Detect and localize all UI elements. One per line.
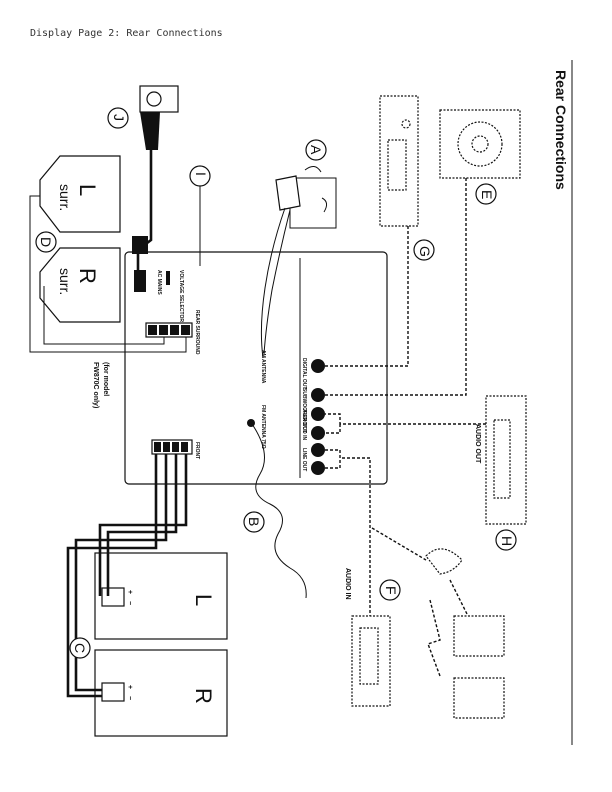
ac-mains-socket — [134, 270, 146, 292]
digital-out-jack — [311, 359, 325, 373]
front-left-wire — [98, 454, 188, 596]
subwoofer-dust-cap — [471, 135, 489, 153]
front-left-wire-2 — [106, 454, 178, 596]
power-plug — [140, 112, 160, 150]
callout-e-label: E — [479, 190, 495, 199]
rear-surround-label: REAR SURROUND — [194, 310, 200, 355]
cd-player-knob — [401, 119, 411, 129]
front-right-speaker-label: R — [191, 688, 216, 704]
wireless-signal-2 — [427, 599, 441, 677]
cd-player-tray — [387, 139, 407, 191]
callout-i-label: I — [193, 172, 209, 176]
surround-left-label-1: L — [75, 184, 100, 196]
model-note-1: (for model — [102, 362, 109, 396]
callout-a — [305, 139, 327, 161]
fm-antenna-jack — [247, 419, 255, 427]
front-terminal-3 — [172, 442, 179, 452]
callout-g — [413, 239, 435, 261]
cd-digital-cable — [325, 226, 409, 367]
jack-row — [311, 359, 325, 475]
callout-j-label: J — [111, 114, 127, 121]
callout-d-label: D — [38, 237, 54, 247]
surround-right-label-2: surr. — [57, 268, 73, 295]
line-out-l-jack — [311, 443, 325, 457]
voltage-selector-label: VOLTAGE SELECTOR — [178, 270, 184, 322]
line-out-r-jack — [311, 461, 325, 475]
callout-h-label: H — [499, 536, 515, 546]
front-terminal-1 — [154, 442, 161, 452]
surround-right-speaker — [39, 247, 121, 323]
callout-f-label: F — [383, 586, 399, 595]
audio-out-label: AUDIO OUT — [474, 424, 481, 464]
callout-j — [107, 107, 129, 129]
callout-e — [475, 183, 497, 205]
subwoofer-out-label: SUBWOOFER OUT — [301, 388, 307, 433]
audio-cd-in-l-jack — [311, 407, 325, 421]
voltage-selector-switch — [166, 271, 170, 285]
rear-terminal-4 — [181, 325, 190, 335]
wireless-speaker-2 — [453, 677, 505, 719]
surround-left-label-2: surr. — [57, 184, 73, 211]
callout-c — [69, 637, 91, 659]
audio-in-cable — [325, 413, 486, 434]
callout-i — [189, 165, 211, 187]
callout-c-label: C — [72, 643, 88, 653]
wireless-transmitter — [425, 548, 463, 575]
rear-terminal-2 — [159, 325, 168, 335]
callout-b — [243, 511, 265, 533]
front-left-speaker-label: L — [191, 594, 216, 606]
wall-outlet-socket — [146, 91, 162, 107]
section-title: Rear Connections — [553, 70, 569, 190]
wireless-speaker-1 — [453, 615, 505, 657]
external-audio-display — [493, 419, 511, 499]
ac-mains-label: AC MAINS — [156, 270, 162, 295]
audio-in-label: AUDIO IN — [344, 568, 351, 600]
front-right-wire-2 — [66, 454, 158, 698]
callout-b-label: B — [246, 517, 262, 526]
fm-wire-antenna — [251, 423, 307, 599]
line-out-cable — [325, 449, 371, 616]
page-label: Display Page 2: Rear Connections — [30, 28, 223, 39]
wireless-feed-cable — [371, 527, 427, 561]
recording-device-display — [359, 627, 379, 685]
front-right-plus: + — [126, 685, 133, 689]
digital-out-label: DIGITAL OUT — [301, 358, 307, 389]
front-terminal-4 — [181, 442, 188, 452]
am-antenna-label: AM ANTENNA — [260, 350, 266, 384]
am-loop-antenna — [260, 166, 337, 359]
rear-terminal-1 — [148, 325, 157, 335]
callout-h — [495, 529, 517, 551]
audio-cd-in-label: AUDIO/CD IN — [301, 409, 307, 441]
subwoofer-cable — [325, 178, 467, 396]
front-left-terminal — [101, 587, 125, 607]
front-left-plus: + — [126, 590, 133, 594]
front-left-minus: − — [126, 601, 133, 605]
front-right-speaker — [94, 649, 228, 737]
front-right-minus: − — [126, 696, 133, 700]
front-label: FRONT — [194, 442, 200, 459]
callout-d — [35, 231, 57, 253]
callout-a-label: A — [308, 145, 324, 155]
surround-left-speaker — [39, 155, 121, 233]
power-connector — [132, 236, 148, 254]
front-right-terminal — [101, 682, 125, 702]
line-out-label: LINE OUT — [301, 448, 307, 471]
callout-g-label: G — [417, 246, 433, 257]
surround-right-label-1: R — [75, 268, 100, 284]
rear-surround-terminal-block — [145, 322, 193, 338]
surround-right-wire — [43, 286, 165, 345]
fm-antenna-label: FM ANTENNA 75Ω — [260, 405, 266, 449]
subwoofer-out-jack — [311, 388, 325, 402]
front-terminal-2 — [163, 442, 170, 452]
surround-left-wire — [29, 195, 187, 353]
callout-f — [379, 579, 401, 601]
audio-cd-in-r-jack — [311, 426, 325, 440]
front-right-wire — [74, 454, 168, 692]
model-note-2: FW870C only) — [92, 362, 99, 408]
rear-terminal-3 — [170, 325, 179, 335]
